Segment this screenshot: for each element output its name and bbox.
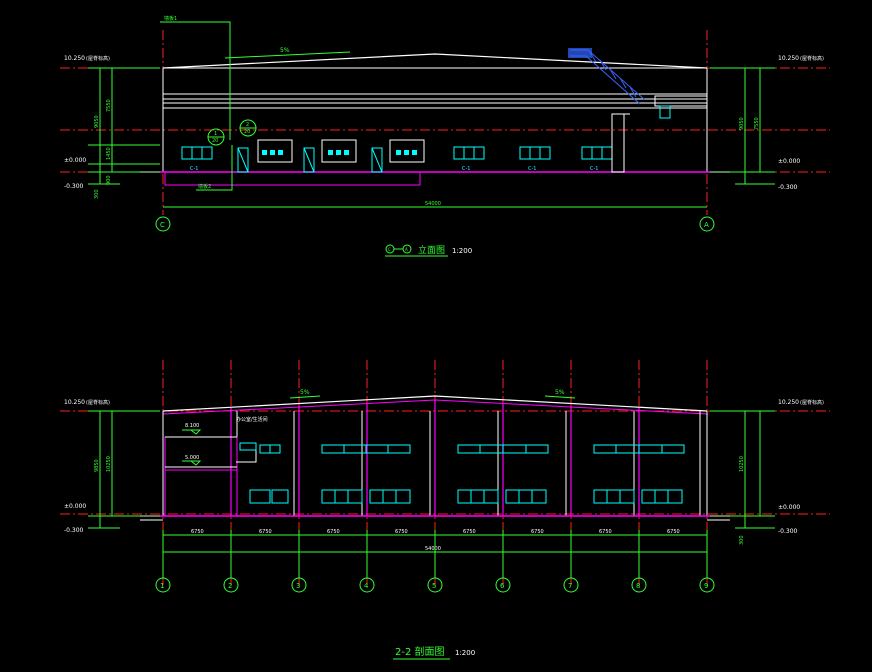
bay-dim-3: 6750 [327,529,340,535]
elevation-top-level-left: 10.250 [64,55,85,62]
section-dim-total: 54000 [425,546,441,552]
elevation-dim-total: 54000 [425,201,441,207]
bay-dim-6: 6750 [531,529,544,535]
elevation-axis-left: C [160,221,165,229]
elevation-top-level-right: 10.250 [778,55,799,62]
elevation-dim-d: 900 [106,175,112,185]
bay-dim-8: 6750 [667,529,680,535]
section-view: 8.100 5.000 办公室/生活间 [60,360,830,660]
callout-wall-panel-1: 墙板1 [164,15,177,22]
elevation-top-note-left: (屋脊标高) [86,55,110,62]
elevation-ground-level-right: ±0.000 [778,158,800,165]
section-top-note-left: (屋脊标高) [86,399,110,406]
section-top-note-right: (屋脊标高) [800,399,824,406]
bay-dim-2: 6750 [259,529,272,535]
detail-bubble-2-num: 2 [246,122,249,128]
elevation-dim-e: 300 [94,189,100,199]
detail-bubble-1-ref: 20 [212,138,218,144]
section-top-level-left: 10.250 [64,399,85,406]
section-slope-right: 5% [555,389,565,396]
section-outdoor-level-left: -0.300 [64,527,84,534]
section-dim-height-b-left: 10250 [106,456,112,472]
elevation-ground-level-left: ±0.000 [64,157,86,164]
bay-dim-7: 6750 [599,529,612,535]
elevation-scale: 1:200 [452,247,472,255]
section-axis-6: 6 [500,582,505,590]
section-room-label: 办公室/生活间 [236,416,268,423]
elevation-title-marker-2: A [405,247,408,252]
bay-dim-4: 6750 [395,529,408,535]
section-axis-9: 9 [704,582,708,590]
elevation-dim-a: 9050 [94,115,100,128]
bay-dim-1: 6750 [191,529,204,535]
section-axis-3: 3 [296,582,300,590]
elevation-axis-right: A [704,221,709,229]
section-scale: 1:200 [455,649,475,657]
section-axis-1: 1 [160,582,164,590]
elevation-title: 立面图 [418,244,445,256]
callout-wall-panel-2: 墙板2 [198,183,211,190]
elevation-view: 5% C-1 C-1 C-1 C-1 [60,15,830,257]
section-dim-height-right: 10250 [739,456,745,472]
detail-bubble-2-ref: 20 [244,129,250,135]
elevation-window-tag-3: C-1 [528,166,536,172]
elevation-title-marker-1: C [388,247,391,252]
section-outdoor-level-right: -0.300 [778,528,798,535]
section-top-level-right: 10.250 [778,399,799,406]
detail-bubble-1-num: 1 [214,131,217,137]
bay-dim-5: 6750 [463,529,476,535]
exterior-stair [570,49,646,105]
section-floor-level-1: 5.000 [185,455,199,461]
section-slope-left: 5% [300,389,310,396]
section-axis-5: 5 [432,582,436,590]
section-dim-small-right: 300 [739,535,745,545]
section-dim-height-left: 9850 [94,459,100,472]
section-windows-upper [259,444,685,454]
elevation-dim-right-a: 9050 [739,117,745,130]
elevation-slope-label: 5% [280,47,290,54]
elevation-window-tag-1: C-1 [190,166,198,172]
elevation-outdoor-level-right: -0.300 [778,184,798,191]
elevation-outdoor-level-left: -0.300 [64,183,84,190]
section-axis-7: 7 [568,582,572,590]
section-axis-2: 2 [228,582,232,590]
section-title: 2-2 剖面图 [395,645,445,658]
elevation-window-tag-2: C-1 [462,166,470,172]
elevation-dim-c: 1450 [106,147,112,160]
section-windows-lower [249,489,683,504]
section-ground-level-left: ±0.000 [64,503,86,510]
elevation-dim-right-b: 7550 [754,117,760,130]
section-floor-level-2: 8.100 [185,423,199,429]
elevation-dim-b: 7550 [106,99,112,112]
elevation-window-tag-4: C-1 [590,166,598,172]
section-axis-8: 8 [636,582,640,590]
elevation-top-note-right: (屋脊标高) [800,55,824,62]
section-axis-4: 4 [364,582,369,590]
section-ground-level-right: ±0.000 [778,504,800,511]
